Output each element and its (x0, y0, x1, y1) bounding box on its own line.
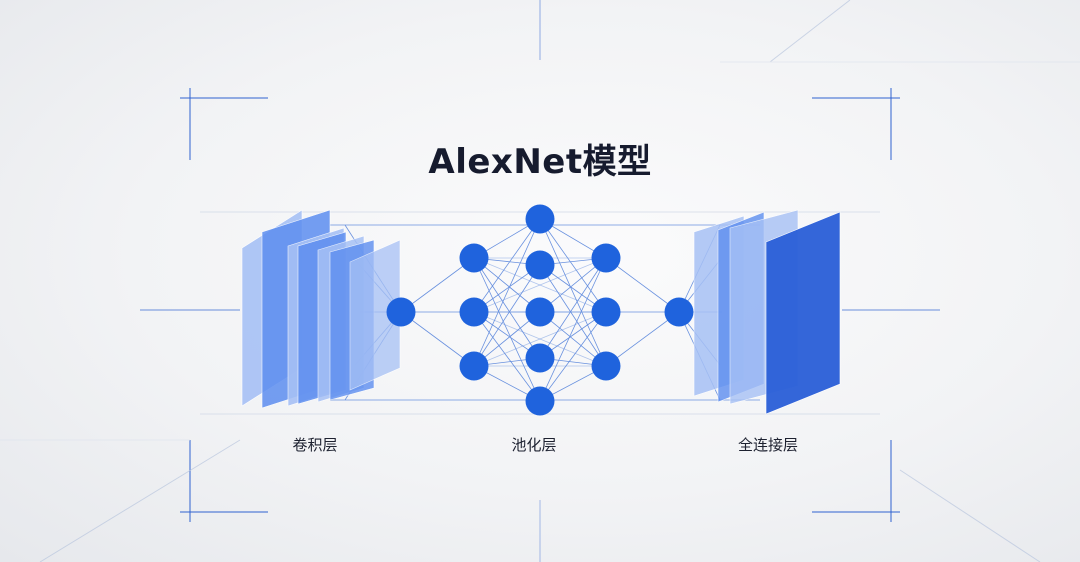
edge (473, 311, 541, 402)
network-node (525, 297, 555, 327)
network-node (459, 297, 489, 327)
edge (539, 257, 607, 359)
network-nodes (386, 204, 694, 416)
edge (605, 257, 680, 313)
edge (473, 264, 541, 367)
edge (473, 257, 541, 402)
edge (605, 311, 680, 367)
diagram-title: AlexNet模型 (428, 142, 652, 182)
conv-layer-panels (241, 209, 401, 409)
network-node (591, 351, 621, 381)
edge (473, 257, 607, 313)
edge (539, 311, 607, 402)
network-node (459, 351, 489, 381)
fc-layer-panels (693, 209, 841, 415)
edge (473, 218, 541, 313)
fc-layer-label: 全连接层 (737, 436, 798, 454)
background-frame (140, 0, 940, 562)
edge (473, 257, 541, 359)
network-node (525, 250, 555, 280)
edge (400, 257, 475, 313)
network-node (459, 243, 489, 273)
network-node (525, 204, 555, 234)
edge (473, 218, 541, 367)
pool-layer-label: 池化层 (511, 436, 557, 454)
edge (539, 257, 607, 402)
network-node (591, 243, 621, 273)
network-node (525, 343, 555, 373)
edge (473, 311, 607, 367)
edge (539, 218, 607, 313)
edge (539, 218, 607, 367)
fc-panel (765, 211, 841, 415)
network-node (664, 297, 694, 327)
conv-layer-label: 卷积层 (292, 436, 338, 454)
edge (539, 264, 607, 367)
edge (473, 257, 607, 313)
network-node (591, 297, 621, 327)
conv-panel (349, 239, 401, 391)
network-node (525, 386, 555, 416)
edge (400, 311, 475, 367)
network-node (386, 297, 416, 327)
edge (473, 311, 607, 367)
